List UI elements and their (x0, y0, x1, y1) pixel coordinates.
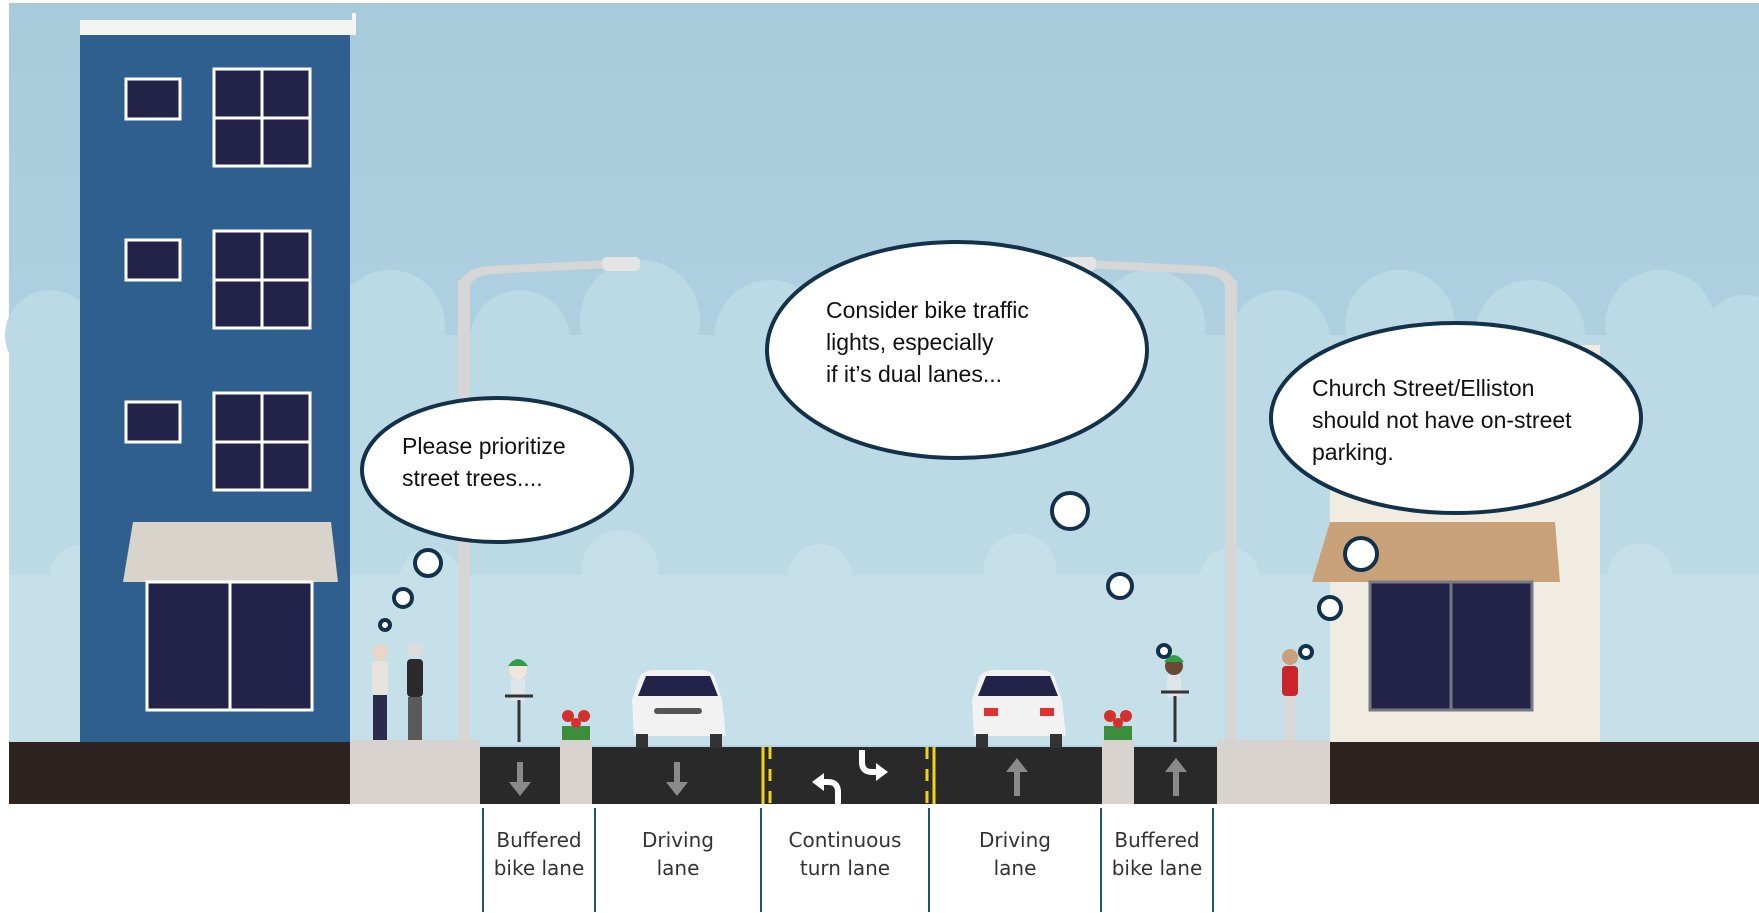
lane-divider (928, 808, 930, 912)
thought-text-right: Church Street/Elliston should not have o… (1312, 375, 1572, 465)
arrow-down-icon (509, 762, 531, 796)
lane-label-driving-left: Driving lane (642, 828, 714, 880)
planter-buffer-right (1102, 740, 1134, 804)
arrow-up-icon (1165, 758, 1187, 796)
arrow-up-icon (1006, 758, 1028, 796)
turn-arrowhead-right (876, 763, 888, 781)
lane-divider (594, 808, 596, 912)
thought-cloud-right (1269, 321, 1643, 515)
lane-divider (482, 808, 484, 912)
thought-cloud-middle (765, 240, 1149, 460)
pedestrian-right (1282, 649, 1298, 740)
sidewalk-right (1217, 740, 1330, 804)
turn-arrowhead-left (812, 773, 824, 791)
lane-divider (1212, 808, 1214, 912)
ground-right (1330, 742, 1759, 804)
lane-divider (760, 808, 762, 912)
thought-text-middle: Consider bike traffic lights, especially… (826, 297, 1029, 387)
thought-bubbles (378, 491, 1379, 660)
arrow-down-icon (666, 762, 688, 796)
turn-lane-markings (761, 747, 936, 804)
car-right (972, 670, 1066, 748)
lane-label-continuous-turn: Continuous turn lane (788, 828, 902, 880)
flowers-right (1104, 710, 1132, 740)
road (480, 747, 1217, 804)
planter-buffer-left (560, 740, 592, 804)
turn-arrows-icon (822, 750, 878, 804)
thought-text-left: Please prioritize street trees.... (402, 433, 566, 491)
pedestrian-couple (372, 642, 423, 740)
lane-label-buffered-bike-left: Buffered bike lane (493, 828, 585, 880)
thought-cloud-left (360, 396, 634, 544)
lane-label-driving-right: Driving lane (979, 828, 1051, 880)
sidewalk-left (350, 740, 480, 804)
car-left (632, 670, 726, 748)
lane-divider (1100, 808, 1102, 912)
lane-label-buffered-bike-right: Buffered bike lane (1111, 828, 1203, 880)
left-building (80, 13, 356, 745)
cyclist-left (505, 659, 533, 742)
flowers-left (562, 710, 590, 740)
ground-left (9, 742, 352, 804)
